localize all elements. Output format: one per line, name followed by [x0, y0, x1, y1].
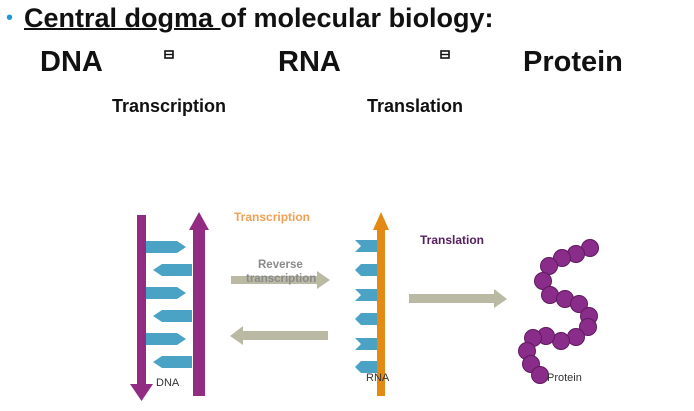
translation-arrow — [409, 289, 507, 308]
reverse-label-line2: transcription — [246, 273, 316, 285]
dna-strand-right — [189, 212, 209, 396]
rna-bases — [355, 240, 377, 373]
base-pair — [153, 310, 192, 322]
step-transcription: Transcription — [112, 96, 227, 116]
rna-base — [355, 289, 377, 301]
rna-base — [355, 338, 377, 350]
protein-chain — [518, 239, 599, 384]
rna-base — [355, 361, 377, 373]
title-underlined: Central dogma — [24, 3, 221, 33]
base-pair — [153, 356, 192, 368]
amino-acid-bead — [540, 257, 558, 275]
amino-acid-bead — [553, 249, 571, 267]
flow-arrow-icon — [440, 48, 450, 64]
dna-strand-left — [130, 215, 153, 401]
transcription-arrow — [230, 326, 328, 345]
dna-label: DNA — [156, 377, 180, 389]
base-pair — [146, 333, 186, 345]
rna-heading: RNA — [278, 46, 341, 78]
amino-acid-bead — [567, 328, 585, 346]
transcription-label: Transcription — [234, 210, 310, 224]
rna-base — [355, 264, 377, 276]
base-pair — [146, 241, 186, 253]
protein-heading: Protein — [523, 46, 623, 78]
reverse-transcription-arrow — [231, 271, 330, 289]
base-pair — [146, 287, 186, 299]
amino-acid-bead — [531, 366, 549, 384]
base-pair — [153, 264, 192, 276]
step-translation: Translation — [367, 96, 464, 116]
amino-acid-bead — [541, 286, 559, 304]
amino-acid-bead — [552, 332, 570, 350]
rna-strand — [373, 212, 389, 396]
bullet-icon: • — [6, 7, 14, 29]
rna-base — [355, 313, 377, 325]
dna-heading: DNA — [40, 46, 103, 78]
rna-label: RNA — [366, 372, 390, 384]
amino-acid-bead — [570, 295, 588, 313]
amino-acid-bead — [579, 318, 597, 336]
protein-label: Protein — [547, 372, 582, 384]
translation-label: Translation — [420, 233, 484, 247]
dna-base-pairs — [146, 241, 192, 368]
rna-base — [355, 240, 377, 252]
title-rest: of molecular biology: — [220, 3, 494, 33]
reverse-label-line1: Reverse — [258, 259, 303, 271]
slide-title: Central dogma of molecular biology: — [24, 3, 494, 34]
flow-arrow-icon — [164, 48, 174, 64]
